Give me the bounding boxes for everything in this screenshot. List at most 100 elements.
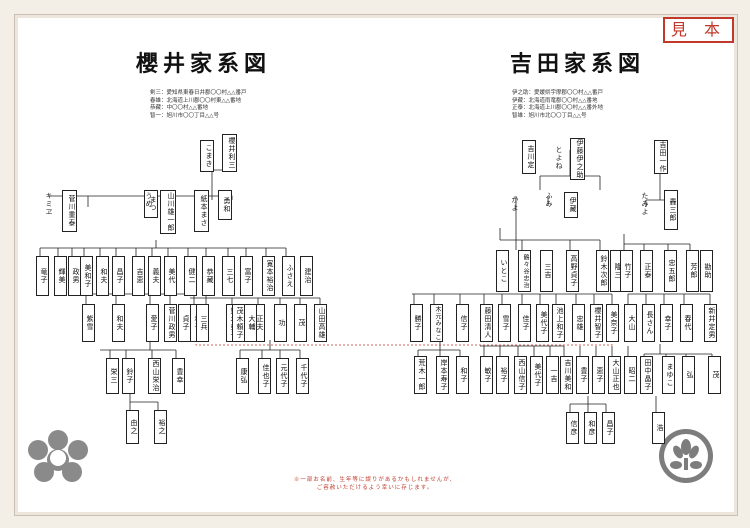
right-family-title: 吉田家系図: [510, 51, 646, 77]
left-gen2-2: うめ: [145, 192, 153, 208]
left-gen5-member-1: 鈴子: [122, 358, 135, 394]
right-gen5-member-16: 茂: [708, 356, 721, 394]
right-gen5-member-0: 荒木一郎: [414, 356, 427, 394]
left-gen3-member-3: 美和子: [80, 256, 93, 296]
left-family-title: 櫻井家系図: [136, 51, 272, 77]
right-gen4-member-4: 雪子: [498, 304, 511, 342]
right-gen3-member-0: いとこ: [496, 250, 509, 292]
right-gen2b-2: たみよ: [641, 192, 649, 216]
left-gen2-0: まつ: [144, 190, 158, 218]
right-gen5-member-14: まゆこ: [662, 356, 675, 394]
right-gen4-member-9: 櫻井智子: [590, 304, 603, 342]
left-gen6-member-1: 裕之: [154, 410, 167, 444]
right-gen5-member-8: 吉川美和: [560, 356, 573, 394]
left-gen3-member-14: ふさえ: [282, 256, 295, 296]
right-gen4-member-8: 忠雄: [572, 304, 585, 342]
left-gen3-member-4: 和夫: [96, 256, 109, 296]
left-gen3-member-0: 竜子: [36, 256, 49, 296]
left-gen5-member-4: 康弘: [236, 358, 249, 394]
left-gen3-member-1: 輝美: [54, 256, 67, 296]
left-gen2b-1: キミヱ: [45, 192, 53, 216]
right-gen3-member-8: 忠五郎: [664, 250, 677, 292]
right-gen4-member-10: 美奈子: [606, 304, 619, 342]
right-gen5-member-10: 恵子: [592, 356, 605, 394]
right-crest: [659, 429, 713, 483]
right-gen4-member-1: 木元みなこ: [430, 304, 443, 342]
left-gen3-member-13: 寛本裕治: [262, 256, 275, 296]
right-gen3-member-2: 三吉: [540, 250, 553, 292]
right-gen5-member-6: 美代子: [530, 356, 543, 394]
right-progenitor: 伊藤伊之助: [570, 138, 585, 180]
right-gen4-member-0: 勝子: [410, 304, 423, 342]
right-gen4-member-12: 長さん: [642, 304, 655, 342]
right-gen5-member-12: 昭二: [624, 356, 637, 394]
right-gen3-member-10: 勘助: [700, 250, 713, 292]
left-gen2-1: 山川雄一郎: [160, 190, 176, 234]
left-gen3-member-15: 建治: [300, 256, 313, 296]
right-address-block: 伊之助：愛媛県宇摩郡〇〇村△△番戸伊藏：北海道雨竜郡〇〇村△△番地正泰：北海道上…: [512, 90, 603, 119]
right-gen3-member-6: 竹子: [620, 250, 633, 292]
left-progenitor: 櫻井利三: [222, 134, 237, 172]
left-gen2b-0: 菅川重泰: [62, 190, 77, 232]
left-gen3-member-6: 吉恵: [132, 256, 145, 296]
right-gen3-member-4: 鈴木次郎: [596, 250, 609, 292]
right-gen5-member-15: 弘: [682, 356, 695, 394]
right-gen2-0: 吉川定: [522, 140, 536, 174]
left-gen4-member-0: 紫雪: [82, 304, 95, 342]
right-gen3-member-9: 芳郎: [686, 250, 699, 292]
left-gen4-member-1: 和夫: [112, 304, 125, 342]
right-gen5-member-5: 西山信子: [514, 356, 527, 394]
right-gen2-2: 吉田一作: [654, 140, 668, 174]
right-gen4-member-3: 藤田清人: [480, 304, 493, 342]
left-gen5-member-5: 佳也子: [258, 358, 271, 394]
right-gen5-member-4: 裕子: [496, 356, 509, 394]
left-address-block: 剣三：愛知県東春日井郡〇〇村△△番戸春雄：北海道上川郡〇〇村東△△番地恭藏：中〇…: [150, 90, 247, 119]
sample-stamp: 見 本: [662, 17, 734, 43]
left-gen6-member-0: 由之: [126, 410, 139, 444]
right-gen4-member-2: 信子: [456, 304, 469, 342]
left-gen3-member-5: 昌子: [112, 256, 125, 296]
right-gen5-member-2: 和子: [456, 356, 469, 394]
left-gen5-member-2: 西山栄治: [148, 358, 161, 394]
left-gen4-member-11: 三兵: [196, 304, 209, 342]
right-gen5-member-1: 岸本寿子: [436, 356, 449, 394]
left-progenitor-wife: こまき: [200, 140, 214, 172]
left-gen3-member-9: 健二: [184, 256, 197, 296]
right-gen2b-0: かよ: [511, 196, 519, 212]
right-gen5-member-11: 大山正也: [608, 356, 621, 394]
right-gen2b-3: 轟三郎: [664, 190, 678, 230]
right-gen3-member-3: 高野貞子: [566, 250, 579, 292]
left-gen3-member-10: 恭藏: [202, 256, 215, 296]
right-gen3-member-7: 正泰: [640, 250, 653, 292]
left-gen4-member-2: 愛子: [146, 304, 159, 342]
left-gen5-member-7: 千代子: [296, 358, 309, 394]
right-gen5-member-3: 敏子: [480, 356, 493, 394]
right-gen5-member-7: 一吉: [546, 356, 559, 394]
right-gen6-member-1: 和彦: [584, 412, 597, 444]
right-gen4-member-13: 幸子: [660, 304, 673, 342]
right-gen3-member-1: 鶴々谷忠治: [518, 250, 531, 292]
left-crest: [28, 430, 88, 482]
right-gen2b-1: ふみ: [545, 192, 553, 208]
left-gen2-4: 勇和: [218, 190, 232, 220]
right-gen6-member-2: 昌子: [602, 412, 615, 444]
right-gen6-member-0: 信彦: [566, 412, 579, 444]
left-gen4-member-10: 山田高雄: [314, 304, 327, 342]
left-gen5-member-6: 元代子: [276, 358, 289, 394]
right-gen4-member-7: 池上和子: [552, 304, 565, 342]
right-gen2-1: 伊藏: [564, 192, 578, 218]
right-gen4-member-6: 美代子: [536, 304, 549, 342]
right-gen4-member-14: 春代: [680, 304, 693, 342]
left-gen3-member-11: 三七: [222, 256, 235, 296]
right-gen5-member-9: 豊子: [576, 356, 589, 394]
right-gen6-member-3: 浩: [652, 412, 665, 444]
right-progenitor-wife: とよね: [555, 146, 563, 170]
right-gen4-member-5: 佳子: [518, 304, 531, 342]
left-gen5-member-0: 栄三: [106, 358, 119, 394]
left-gen4-member-3: 菅川政男: [164, 304, 177, 342]
left-gen4-member-9: 茂: [294, 304, 307, 342]
footer-note: ※一部お名前、生年等に誤りがあるかもしれませんが、 ご容赦いただけるよう幸いに存…: [293, 477, 457, 491]
left-gen5-member-3: 豊幸: [172, 358, 185, 394]
right-gen4-member-11: 大山: [624, 304, 637, 342]
